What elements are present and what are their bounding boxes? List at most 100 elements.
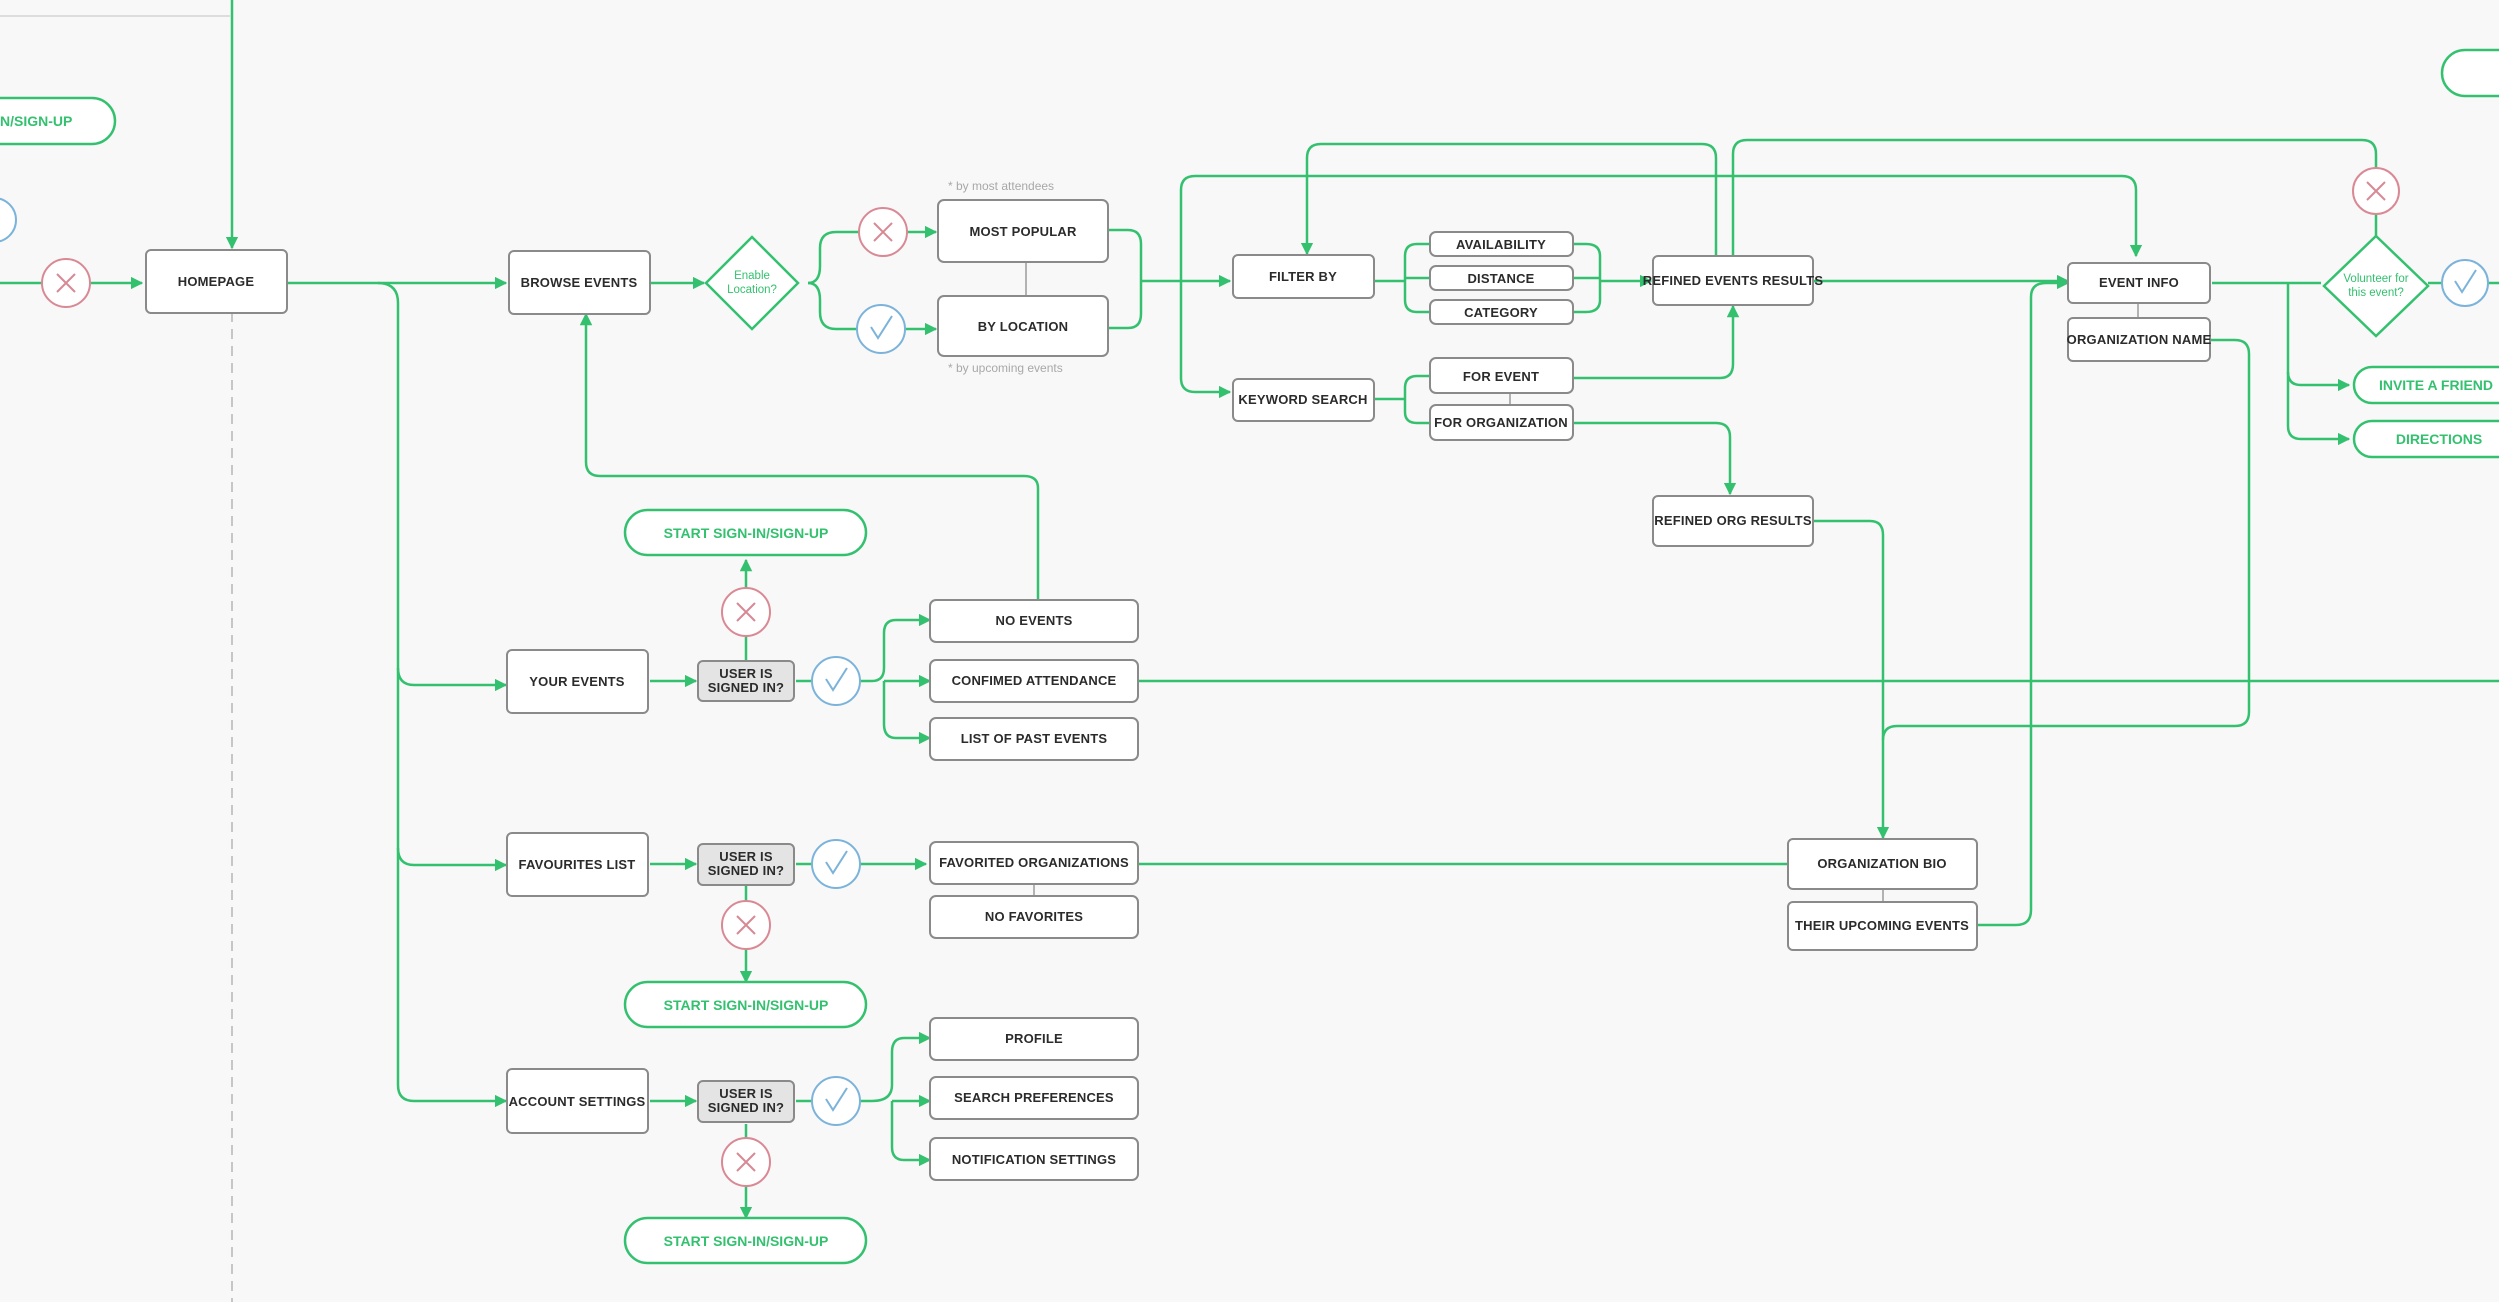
- profile-box[interactable]: PROFILE: [929, 1017, 1139, 1061]
- no-events-label: NO EVENTS: [996, 613, 1073, 628]
- homepage-box[interactable]: HOMEPAGE: [145, 249, 288, 314]
- browse-events-box[interactable]: BROWSE EVENTS: [508, 250, 651, 315]
- volunteer-line2: this event?: [2348, 287, 2404, 299]
- pill-signup-partial-label: N/SIGN-UP: [0, 113, 72, 129]
- distance-label: DISTANCE: [1467, 271, 1534, 286]
- start-signin-label: START SIGN-IN/SIGN-UP: [664, 997, 829, 1013]
- enable-location-line1: Enable: [734, 270, 770, 282]
- event-info-label: EVENT INFO: [2099, 275, 2179, 290]
- refined-events-results-box[interactable]: REFINED EVENTS RESULTS: [1643, 255, 1824, 306]
- signed-in-line2: SIGNED IN?: [708, 1100, 784, 1115]
- signed-in-box-your-events[interactable]: USER IS SIGNED IN?: [697, 660, 795, 702]
- yes-check-partial-left: [0, 197, 17, 243]
- filter-by-box[interactable]: FILTER BY: [1232, 254, 1375, 299]
- signed-in-line1: USER IS: [719, 666, 773, 681]
- favourites-list-box[interactable]: FAVOURITES LIST: [506, 832, 649, 897]
- your-events-box[interactable]: YOUR EVENTS: [506, 649, 649, 714]
- organization-name-label: ORGANIZATION NAME: [2067, 332, 2212, 347]
- pill-signup-partial[interactable]: N/SIGN-UP: [0, 96, 117, 146]
- yes-check-icon: [811, 839, 861, 889]
- list-past-events-label: LIST OF PAST EVENTS: [961, 731, 1108, 746]
- favorited-organizations-label: FAVORITED ORGANIZATIONS: [939, 855, 1129, 870]
- most-popular-box[interactable]: MOST POPULAR: [937, 199, 1109, 263]
- availability-label: AVAILABILITY: [1456, 237, 1546, 252]
- for-organization-label: FOR ORGANIZATION: [1434, 415, 1568, 430]
- organization-bio-label: ORGANIZATION BIO: [1817, 856, 1946, 871]
- keyword-search-label: KEYWORD SEARCH: [1238, 392, 1367, 407]
- no-favorites-label: NO FAVORITES: [985, 909, 1083, 924]
- pill-top-right-partial[interactable]: [2440, 48, 2499, 98]
- yes-check-icon: [2441, 259, 2489, 307]
- homepage-label: HOMEPAGE: [178, 274, 255, 289]
- signed-in-box-account[interactable]: USER IS SIGNED IN?: [697, 1080, 795, 1123]
- search-preferences-box[interactable]: SEARCH PREFERENCES: [929, 1076, 1139, 1120]
- no-events-box[interactable]: NO EVENTS: [929, 599, 1139, 643]
- list-past-events-box[interactable]: LIST OF PAST EVENTS: [929, 717, 1139, 761]
- for-event-box[interactable]: FOR EVENT: [1429, 357, 1574, 394]
- refined-org-results-box[interactable]: REFINED ORG RESULTS: [1652, 495, 1814, 547]
- refined-org-results-label: REFINED ORG RESULTS: [1654, 513, 1812, 528]
- start-signin-account[interactable]: START SIGN-IN/SIGN-UP: [623, 1216, 868, 1265]
- no-x-icon: [721, 1137, 771, 1187]
- account-settings-label: ACCOUNT SETTINGS: [509, 1094, 646, 1109]
- for-event-label: FOR EVENT: [1463, 369, 1539, 384]
- favourites-list-label: FAVOURITES LIST: [519, 857, 636, 872]
- most-popular-label: MOST POPULAR: [969, 224, 1077, 239]
- invite-friend-label: INVITE A FRIEND: [2379, 377, 2493, 393]
- yes-check-icon: [856, 304, 906, 354]
- by-location-label: BY LOCATION: [978, 319, 1069, 334]
- their-upcoming-events-box[interactable]: THEIR UPCOMING EVENTS: [1787, 901, 1978, 951]
- yes-check-icon: [811, 656, 861, 706]
- decision-volunteer[interactable]: Volunteer for this event?: [2322, 234, 2430, 338]
- your-events-label: YOUR EVENTS: [529, 674, 625, 689]
- yes-check-icon: [811, 1076, 861, 1126]
- start-signin-label: START SIGN-IN/SIGN-UP: [664, 525, 829, 541]
- signed-in-line1: USER IS: [719, 849, 773, 864]
- by-location-box[interactable]: BY LOCATION: [937, 295, 1109, 357]
- start-signin-favourites[interactable]: START SIGN-IN/SIGN-UP: [623, 980, 868, 1029]
- browse-events-label: BROWSE EVENTS: [521, 275, 638, 290]
- notification-settings-box[interactable]: NOTIFICATION SETTINGS: [929, 1137, 1139, 1181]
- no-x-icon: [2352, 167, 2400, 215]
- event-info-box[interactable]: EVENT INFO: [2067, 262, 2211, 304]
- directions-pill[interactable]: DIRECTIONS: [2352, 419, 2499, 459]
- search-preferences-label: SEARCH PREFERENCES: [954, 1090, 1114, 1105]
- directions-label: DIRECTIONS: [2396, 431, 2482, 447]
- start-signin-your-events[interactable]: START SIGN-IN/SIGN-UP: [623, 508, 868, 557]
- filter-by-label: FILTER BY: [1269, 269, 1337, 284]
- no-x-icon: [721, 900, 771, 950]
- invite-friend-pill[interactable]: INVITE A FRIEND: [2352, 365, 2499, 405]
- signed-in-line1: USER IS: [719, 1086, 773, 1101]
- category-label: CATEGORY: [1464, 305, 1538, 320]
- refined-events-results-label: REFINED EVENTS RESULTS: [1643, 273, 1824, 288]
- flow-connectors: [0, 0, 2499, 1220]
- no-x-icon: [858, 207, 908, 257]
- confirmed-attendance-box[interactable]: CONFIMED ATTENDANCE: [929, 659, 1139, 703]
- confirmed-attendance-label: CONFIMED ATTENDANCE: [952, 673, 1117, 688]
- note-upcoming-events: * by upcoming events: [948, 361, 1063, 375]
- organization-name-box[interactable]: ORGANIZATION NAME: [2067, 317, 2212, 362]
- keyword-search-box[interactable]: KEYWORD SEARCH: [1232, 378, 1375, 422]
- signed-in-line2: SIGNED IN?: [708, 863, 784, 878]
- organization-bio-box[interactable]: ORGANIZATION BIO: [1787, 838, 1978, 890]
- no-favorites-box[interactable]: NO FAVORITES: [929, 895, 1139, 939]
- profile-label: PROFILE: [1005, 1031, 1063, 1046]
- volunteer-line1: Volunteer for: [2343, 273, 2408, 285]
- availability-box[interactable]: AVAILABILITY: [1429, 231, 1574, 257]
- start-signin-label: START SIGN-IN/SIGN-UP: [664, 1233, 829, 1249]
- signed-in-line2: SIGNED IN?: [708, 680, 784, 695]
- signed-in-box-favourites[interactable]: USER IS SIGNED IN?: [697, 843, 795, 886]
- category-box[interactable]: CATEGORY: [1429, 299, 1574, 325]
- distance-box[interactable]: DISTANCE: [1429, 265, 1574, 291]
- for-organization-box[interactable]: FOR ORGANIZATION: [1429, 404, 1574, 441]
- enable-location-line2: Location?: [727, 284, 777, 296]
- favorited-organizations-box[interactable]: FAVORITED ORGANIZATIONS: [929, 841, 1139, 885]
- their-upcoming-events-label: THEIR UPCOMING EVENTS: [1795, 918, 1969, 933]
- account-settings-box[interactable]: ACCOUNT SETTINGS: [506, 1068, 649, 1134]
- no-x-icon: [721, 587, 771, 637]
- notification-settings-label: NOTIFICATION SETTINGS: [952, 1152, 1116, 1167]
- no-x-icon: [41, 258, 91, 308]
- decision-enable-location[interactable]: Enable Location?: [704, 235, 800, 331]
- note-most-attendees: * by most attendees: [948, 179, 1054, 193]
